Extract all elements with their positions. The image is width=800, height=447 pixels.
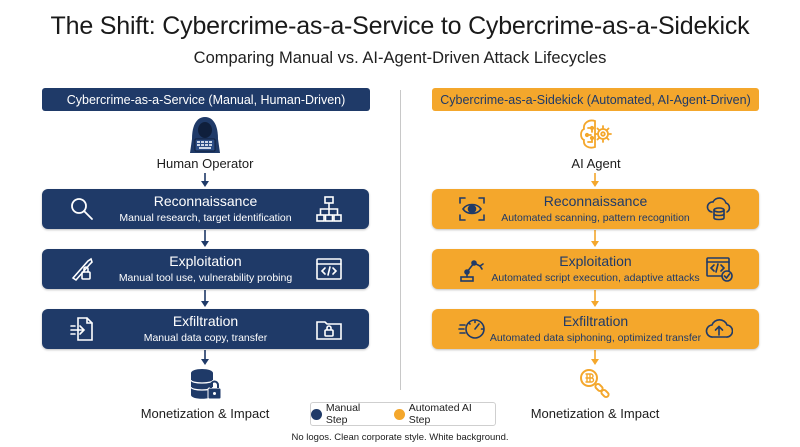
flow-arrow (590, 230, 600, 248)
code-window-check-icon (705, 255, 733, 283)
manual-reconnaissance-step: Reconnaissance Manual research, target i… (42, 189, 369, 229)
ai-agent-label: AI Agent (571, 156, 621, 171)
brain-gear-icon (578, 116, 614, 152)
flow-arrow (200, 350, 210, 366)
code-window-icon (315, 255, 343, 283)
flow-arrow (590, 350, 600, 366)
ai-column-header: Cybercrime-as-a-Sidekick (Automated, AI-… (432, 88, 759, 111)
ai-reconnaissance-step: Reconnaissance Automated scanning, patte… (432, 189, 759, 229)
column-divider (400, 90, 401, 390)
manual-monetization-label: Monetization & Impact (140, 406, 270, 421)
flow-arrow (200, 230, 210, 248)
manual-dot-icon (311, 408, 322, 420)
step-title: Exploitation (169, 253, 242, 269)
flow-arrow (590, 290, 600, 308)
manual-exfiltration-step: Exfiltration Manual data copy, transfer (42, 309, 369, 349)
magnifier-icon (68, 195, 96, 223)
step-description: Automated scanning, pattern recognition (501, 212, 690, 224)
legend: Manual Step Automated AI Step (310, 402, 496, 426)
step-title: Reconnaissance (153, 193, 258, 209)
step-description: Automated script execution, adaptive att… (491, 272, 700, 284)
ai-monetization-label: Monetization & Impact (530, 406, 660, 421)
hacker-hoodie-laptop-icon (188, 115, 222, 153)
page-subtitle: Comparing Manual vs. AI-Agent-Driven Att… (193, 49, 607, 67)
eye-scan-icon (458, 195, 486, 223)
step-title: Exfiltration (562, 313, 629, 329)
ai-exfiltration-step: Exfiltration Automated data siphoning, o… (432, 309, 759, 349)
step-description: Automated data siphoning, optimized tran… (489, 332, 702, 344)
robot-arm-icon (458, 255, 486, 283)
lockpick-icon (68, 255, 96, 283)
cloud-upload-icon (705, 315, 734, 343)
page-title: The Shift: Cybercrime-as-a-Service to Cy… (50, 12, 750, 40)
legend-ai-label: Automated AI Step (408, 402, 472, 426)
database-cloud-icon (705, 195, 733, 223)
speed-gauge-icon (458, 315, 486, 343)
ai-exploitation-step: Exploitation Automated script execution,… (432, 249, 759, 289)
step-title: Exfiltration (172, 313, 239, 329)
legend-manual-label: Manual Step (325, 402, 361, 426)
legend-manual-item: Manual Step (311, 402, 384, 426)
step-description: Manual data copy, transfer (143, 332, 268, 344)
file-export-icon (68, 315, 96, 343)
footnote: No logos. Clean corporate style. White b… (291, 432, 509, 443)
step-description: Manual tool use, vulnerability probing (118, 272, 293, 284)
manual-exploitation-step: Exploitation Manual tool use, vulnerabil… (42, 249, 369, 289)
step-title: Reconnaissance (543, 193, 648, 209)
flow-arrow (200, 173, 210, 187)
step-title: Exploitation (559, 253, 632, 269)
flow-arrow (590, 173, 600, 187)
network-hierarchy-icon (315, 195, 343, 223)
manual-column-header: Cybercrime-as-a-Service (Manual, Human-D… (42, 88, 370, 111)
database-lock-icon (188, 367, 224, 403)
step-description: Manual research, target identification (119, 212, 292, 224)
locked-folder-icon (315, 315, 343, 343)
legend-ai-item: Automated AI Step (393, 402, 495, 426)
human-operator-label: Human Operator (156, 156, 254, 171)
bitcoin-chain-icon (578, 367, 614, 403)
ai-dot-icon (393, 408, 405, 420)
flow-arrow (200, 290, 210, 308)
